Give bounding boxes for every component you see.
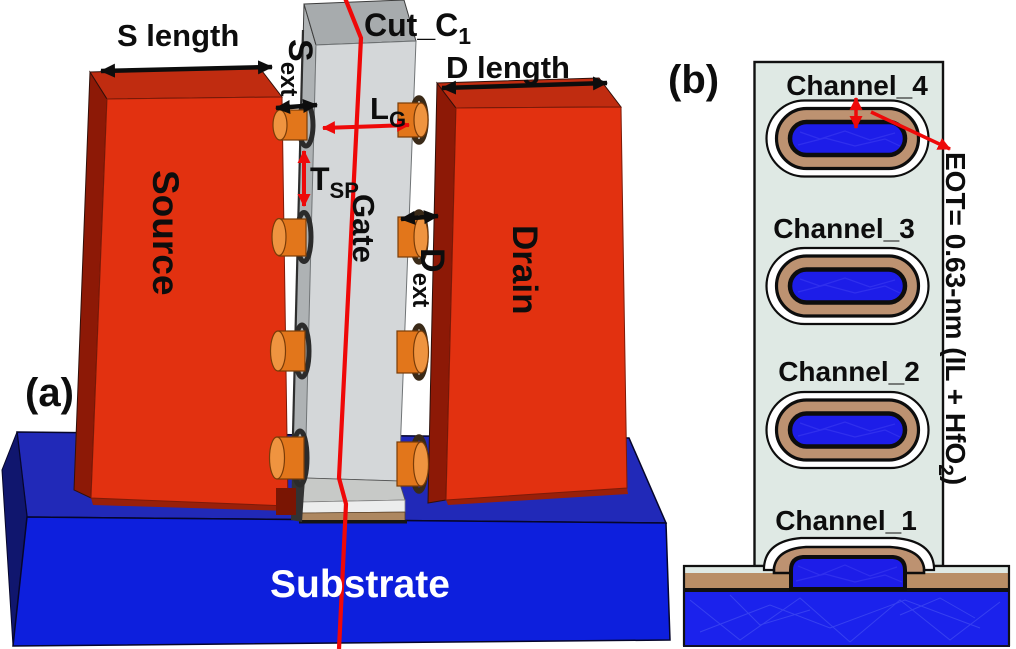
svg-text:Channel_1: Channel_1	[775, 505, 917, 536]
svg-text:Cut_C1: Cut_C1	[364, 7, 471, 49]
svg-text:EOT= 0.63-nm (IL + HfO2): EOT= 0.63-nm (IL + HfO2)	[934, 152, 971, 485]
svg-text:LG: LG	[370, 91, 406, 132]
svg-text:Channel_3: Channel_3	[773, 213, 915, 244]
svg-text:Channel_2: Channel_2	[778, 356, 920, 387]
svg-text:(b): (b)	[668, 58, 719, 102]
svg-text:Substrate: Substrate	[270, 563, 450, 606]
svg-text:S length: S length	[117, 18, 239, 53]
svg-text:D length: D length	[446, 50, 570, 85]
svg-text:Channel_4: Channel_4	[786, 70, 928, 101]
svg-text:Source: Source	[145, 170, 186, 295]
svg-text:(a): (a)	[25, 371, 74, 415]
svg-text:Drain: Drain	[505, 225, 544, 314]
svg-text:Gate: Gate	[346, 194, 381, 263]
